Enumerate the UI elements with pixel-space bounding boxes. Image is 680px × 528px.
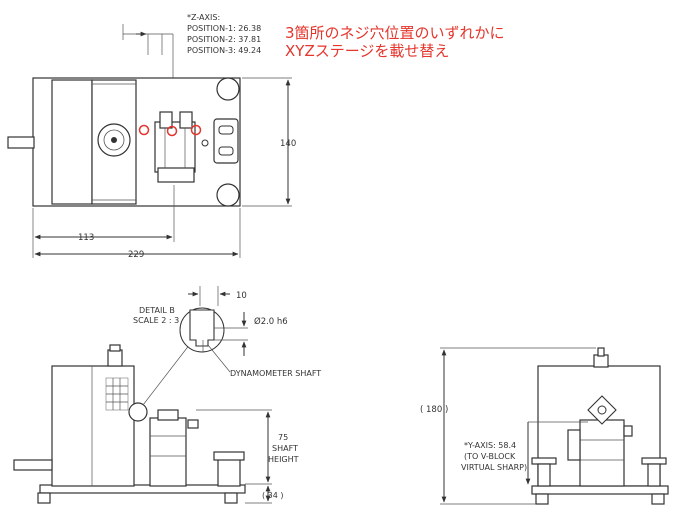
base-plate-side <box>39 484 246 494</box>
hole-marker-1 <box>138 124 150 136</box>
xyz-stage-side <box>149 417 187 487</box>
xyz-stage-top <box>154 121 196 173</box>
shaft-height-dim: 75 <box>278 433 288 442</box>
front-view <box>440 347 669 505</box>
base-height-dim: ( 34 ) <box>262 491 284 500</box>
detail-b <box>179 286 248 373</box>
dynamometer-shaft-label: DYNAMOMETER SHAFT <box>230 369 321 378</box>
wheel-bottom <box>216 183 240 207</box>
z-axis-position-1: POSITION-1: 26.38 <box>187 24 261 33</box>
top-view <box>7 24 292 258</box>
dim-half-width: 113 <box>78 233 94 243</box>
side-view <box>13 343 272 504</box>
vent-icon <box>105 377 129 411</box>
detail-scale: SCALE 2 : 3 <box>133 316 179 325</box>
hole-marker-3 <box>190 124 202 136</box>
detail-dim-dia: Ø2.0 h6 <box>254 316 288 327</box>
annotation-line-1: 3箇所のネジ穴位置のいずれかに <box>285 24 505 42</box>
y-axis-line-3: VIRTUAL SHARP) <box>461 463 527 472</box>
dim-total-width: 229 <box>128 250 144 260</box>
detail-dim-width: 10 <box>236 291 247 301</box>
detail-title: DETAIL B <box>139 306 175 315</box>
z-axis-position-3: POSITION-3: 49.24 <box>187 46 261 55</box>
hole-marker-2 <box>166 125 178 137</box>
shaft-height-text-2: HEIGHT <box>268 455 299 464</box>
front-height-dim: ( 180 ) <box>420 405 448 415</box>
z-axis-position-2: POSITION-2: 37.81 <box>187 35 261 44</box>
z-axis-title: *Z-AXIS: <box>187 13 220 22</box>
left-shaft <box>7 136 35 149</box>
v-block-stage <box>567 395 633 487</box>
wheel-top <box>216 77 240 101</box>
housing-side <box>51 365 135 487</box>
y-axis-line-1: *Y-AXIS: 58.4 <box>464 441 516 450</box>
annotation-line-2: XYZステージを載せ替え <box>285 42 449 60</box>
y-axis-line-2: (TO V-BLOCK <box>464 452 516 461</box>
dim-height-top: 140 <box>280 139 296 149</box>
motor-housing <box>51 79 93 205</box>
shaft-height-text-1: SHAFT <box>272 444 298 453</box>
